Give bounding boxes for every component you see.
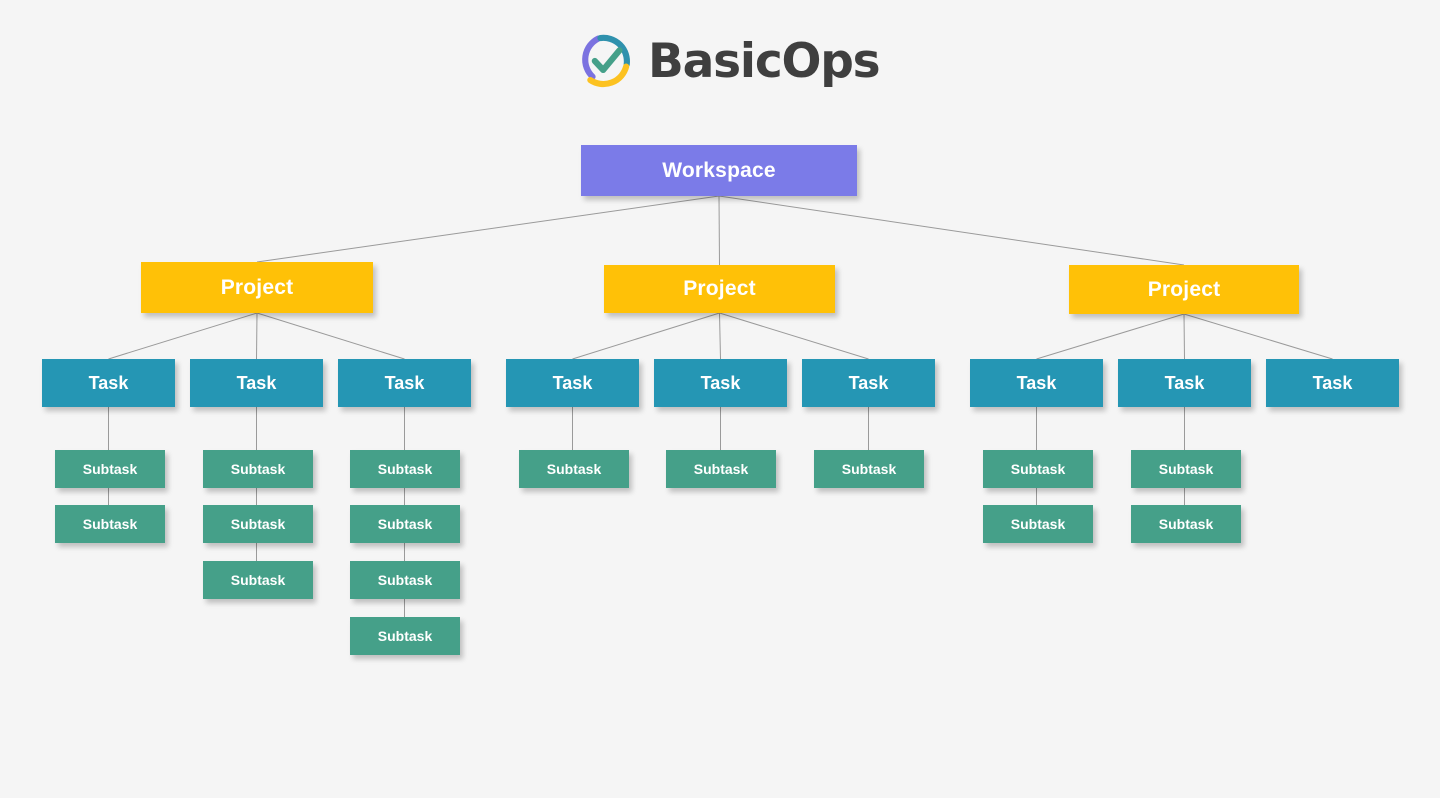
link-workspace-project-2 bbox=[718, 195, 720, 266]
node-subtask-3-2-2[interactable]: Subtask bbox=[1131, 505, 1241, 543]
basicops-circle-check-logo-icon bbox=[582, 34, 630, 88]
node-task-3-1[interactable]: Task bbox=[970, 359, 1103, 407]
node-task-1-1[interactable]: Task bbox=[42, 359, 175, 407]
node-task-3-2[interactable]: Task bbox=[1118, 359, 1251, 407]
node-subtask-1-3-2[interactable]: Subtask bbox=[350, 505, 460, 543]
node-task-2-3[interactable]: Task bbox=[802, 359, 935, 407]
node-subtask-1-2-3[interactable]: Subtask bbox=[203, 561, 313, 599]
node-subtask-3-1-1[interactable]: Subtask bbox=[983, 450, 1093, 488]
node-subtask-1-1-2[interactable]: Subtask bbox=[55, 505, 165, 543]
node-project-3[interactable]: Project bbox=[1069, 265, 1299, 314]
node-subtask-1-3-4[interactable]: Subtask bbox=[350, 617, 460, 655]
node-task-2-1[interactable]: Task bbox=[506, 359, 639, 407]
node-subtask-1-3-1[interactable]: Subtask bbox=[350, 450, 460, 488]
node-subtask-1-2-2[interactable]: Subtask bbox=[203, 505, 313, 543]
link-project-1-task-1 bbox=[108, 312, 258, 360]
link-project-3-task-1 bbox=[1036, 313, 1185, 360]
link-project-1-task-3 bbox=[256, 312, 405, 360]
logo-wordmark: BasicOps bbox=[648, 33, 881, 89]
node-task-1-3[interactable]: Task bbox=[338, 359, 471, 407]
node-subtask-1-2-1[interactable]: Subtask bbox=[203, 450, 313, 488]
node-workspace[interactable]: Workspace bbox=[581, 145, 857, 196]
node-task-1-2[interactable]: Task bbox=[190, 359, 323, 407]
node-subtask-2-3-1[interactable]: Subtask bbox=[814, 450, 924, 488]
node-task-3-3[interactable]: Task bbox=[1266, 359, 1399, 407]
basicops-logo: BasicOps bbox=[578, 30, 881, 92]
link-project-2-task-3 bbox=[719, 312, 869, 360]
node-subtask-3-1-2[interactable]: Subtask bbox=[983, 505, 1093, 543]
link-project-3-task-3 bbox=[1183, 313, 1333, 360]
link-project-1-task-2 bbox=[256, 312, 258, 360]
link-project-2-task-2 bbox=[719, 312, 721, 360]
link-project-3-task-2 bbox=[1183, 313, 1185, 360]
link-project-2-task-1 bbox=[572, 312, 720, 360]
node-project-2[interactable]: Project bbox=[604, 265, 835, 313]
node-subtask-2-2-1[interactable]: Subtask bbox=[666, 450, 776, 488]
link-workspace-project-1 bbox=[256, 195, 720, 263]
node-subtask-1-1-1[interactable]: Subtask bbox=[55, 450, 165, 488]
node-project-1[interactable]: Project bbox=[141, 262, 373, 313]
node-subtask-1-3-3[interactable]: Subtask bbox=[350, 561, 460, 599]
node-subtask-2-1-1[interactable]: Subtask bbox=[519, 450, 629, 488]
link-workspace-project-3 bbox=[718, 195, 1185, 266]
node-subtask-3-2-1[interactable]: Subtask bbox=[1131, 450, 1241, 488]
node-task-2-2[interactable]: Task bbox=[654, 359, 787, 407]
